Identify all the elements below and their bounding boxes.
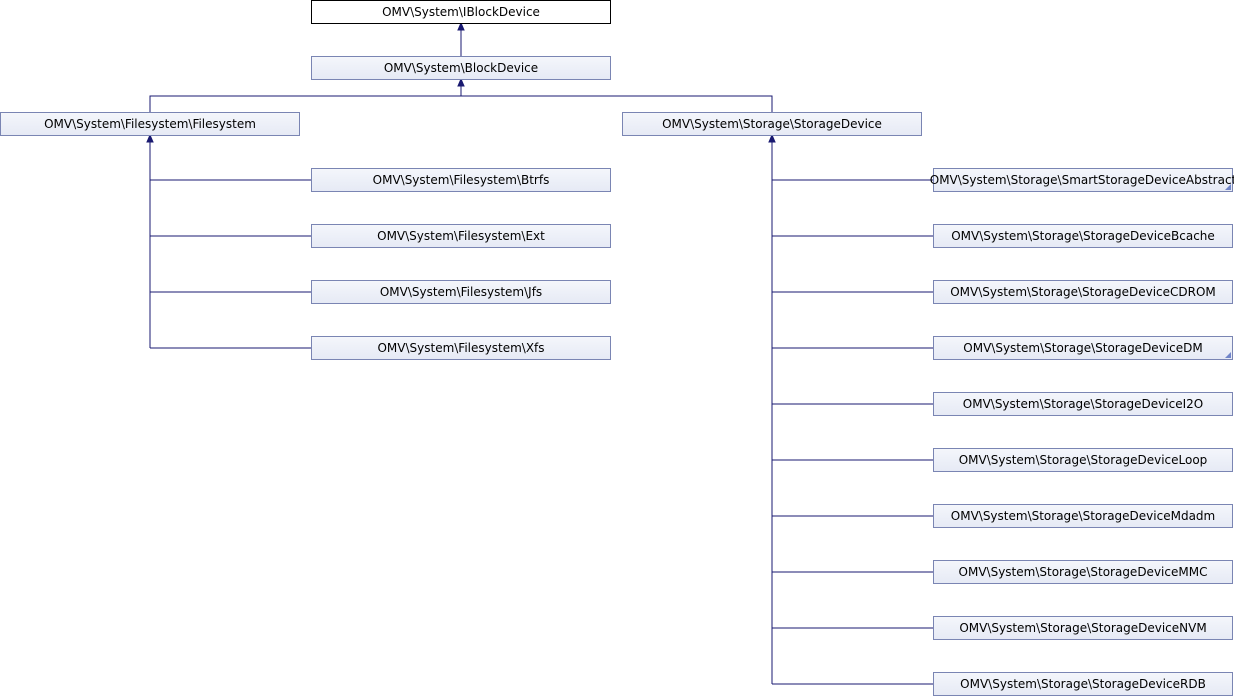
class-node-dm-label: OMV\System\Storage\StorageDeviceDM xyxy=(963,341,1203,355)
collapsed-children-marker-icon xyxy=(1225,184,1231,190)
class-node-loop[interactable]: OMV\System\Storage\StorageDeviceLoop xyxy=(933,448,1233,472)
class-node-rdb[interactable]: OMV\System\Storage\StorageDeviceRDB xyxy=(933,672,1233,696)
class-node-iblockdevice[interactable]: OMV\System\IBlockDevice xyxy=(311,0,611,24)
edge-storagedevice-to-blockdevice xyxy=(461,95,773,112)
arrowhead-filesystem xyxy=(146,133,154,143)
class-node-mmc[interactable]: OMV\System\Storage\StorageDeviceMMC xyxy=(933,560,1233,584)
class-node-bcache[interactable]: OMV\System\Storage\StorageDeviceBcache xyxy=(933,224,1233,248)
class-node-dm[interactable]: OMV\System\Storage\StorageDeviceDM xyxy=(933,336,1233,360)
class-node-smartabstract[interactable]: OMV\System\Storage\SmartStorageDeviceAbs… xyxy=(929,168,1234,192)
class-node-jfs[interactable]: OMV\System\Filesystem\Jfs xyxy=(311,280,611,304)
class-node-i2o[interactable]: OMV\System\Storage\StorageDeviceI2O xyxy=(933,392,1233,416)
arrowhead-iblockdevice xyxy=(457,21,465,31)
class-node-smartabstract-label: OMV\System\Storage\SmartStorageDeviceAbs… xyxy=(929,173,1234,187)
class-node-filesystem[interactable]: OMV\System\Filesystem\Filesystem xyxy=(0,112,300,136)
edge-filesystem-to-blockdevice xyxy=(149,84,462,112)
arrowhead-blockdevice xyxy=(457,77,465,87)
class-node-storagedevice[interactable]: OMV\System\Storage\StorageDevice xyxy=(622,112,922,136)
collapsed-children-marker-icon xyxy=(1225,352,1231,358)
class-node-btrfs[interactable]: OMV\System\Filesystem\Btrfs xyxy=(311,168,611,192)
class-node-ext[interactable]: OMV\System\Filesystem\Ext xyxy=(311,224,611,248)
arrowhead-storagedevice xyxy=(768,133,776,143)
class-node-blockdevice[interactable]: OMV\System\BlockDevice xyxy=(311,56,611,80)
class-node-mdadm[interactable]: OMV\System\Storage\StorageDeviceMdadm xyxy=(933,504,1233,528)
class-node-xfs[interactable]: OMV\System\Filesystem\Xfs xyxy=(311,336,611,360)
class-node-nvm[interactable]: OMV\System\Storage\StorageDeviceNVM xyxy=(933,616,1233,640)
class-node-cdrom[interactable]: OMV\System\Storage\StorageDeviceCDROM xyxy=(933,280,1233,304)
